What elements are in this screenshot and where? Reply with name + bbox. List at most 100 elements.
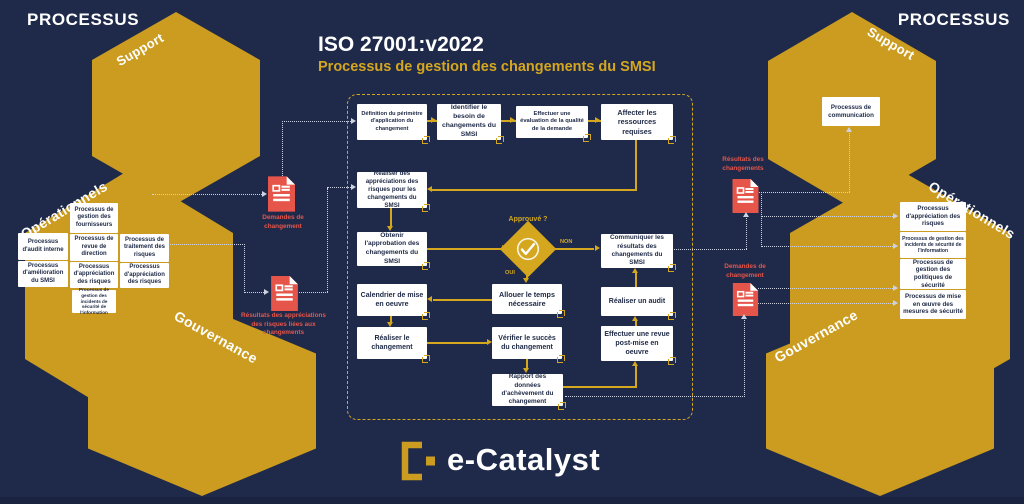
flow-box-label: Allouer le temps nécessaire: [499, 289, 555, 308]
hexagon-support-left: [92, 12, 260, 204]
process-box-amelioration-smsi: Processus d'amélioration du SMSI: [18, 261, 68, 287]
flow-box-definition-perimetre: Définition du périmètre d'application du…: [357, 104, 430, 144]
flow-connector: [635, 366, 637, 387]
flow-box-affecter-ressources: Affecter les ressources requises: [601, 104, 676, 144]
dotted-connector: [297, 292, 328, 293]
flow-arrow: [523, 368, 529, 373]
document-icon-demandes-right: [732, 283, 759, 316]
flow-arrow: [427, 186, 432, 192]
flow-connector: [635, 321, 637, 326]
dotted-arrow: [351, 118, 356, 124]
flow-arrow: [427, 296, 432, 302]
process-box-gestion-politiques: Processus de gestion des politiques de s…: [900, 259, 966, 289]
flow-connector: [427, 248, 501, 250]
flow-arrow: [523, 278, 529, 283]
process-box-appreciation-risques-right: Processus d'appréciation des risques: [900, 202, 966, 231]
dotted-connector: [849, 131, 850, 192]
dotted-arrow: [846, 127, 852, 132]
dotted-connector: [282, 121, 283, 176]
dotted-connector: [327, 187, 351, 188]
dotted-arrow: [893, 243, 898, 249]
flow-box-communiquer-resultats: Communiquer les résultats des changement…: [601, 234, 676, 272]
flow-connector: [563, 386, 637, 388]
flow-connector: [588, 120, 601, 122]
dotted-connector: [327, 188, 328, 292]
document-icon-demandes-left: [268, 176, 295, 212]
dotted-arrow: [893, 285, 898, 291]
flow-box-label: Réaliser des appréciations des risques p…: [365, 169, 419, 210]
process-box-gestion-incidents-right: Processus de gestion des incidents de sé…: [900, 232, 966, 258]
flow-box-rapport-donnees: Rapport des données d'achèvement du chan…: [492, 373, 566, 410]
artifact-label-resultats-changements: Résultats des changements: [722, 156, 764, 172]
flow-arrow: [487, 339, 492, 345]
dotted-arrow: [743, 212, 749, 217]
flow-box-obtenir-approbation: Obtenir l'approbation des changements du…: [357, 231, 430, 270]
flow-box-allouer-temps: Allouer le temps nécessaire: [492, 284, 565, 318]
flow-arrow: [595, 245, 600, 251]
decision-yes-label: OUI: [505, 270, 515, 276]
dotted-connector: [761, 216, 897, 217]
processus-heading-left: PROCESSUS: [27, 10, 140, 29]
page-subtitle: Processus de gestion des changements du …: [318, 59, 656, 75]
flow-arrow: [387, 322, 393, 327]
artifact-label-demandes-left: Demandes de changement: [262, 214, 304, 230]
flow-arrow: [595, 117, 600, 123]
flow-arrow: [632, 268, 638, 273]
process-box-revue-direction: Processus de revue de direction: [70, 234, 118, 261]
flow-arrow: [632, 361, 638, 366]
flow-arrow: [431, 117, 436, 123]
flow-box-label: Calendrier de mise en oeuvre: [360, 291, 424, 308]
decision-no-label: NON: [560, 239, 573, 245]
flow-arrow: [502, 245, 507, 251]
flow-box-label: Rapport des données d'achèvement du chan…: [501, 373, 554, 406]
dotted-arrow: [741, 314, 747, 319]
dotted-connector: [759, 192, 850, 193]
bottom-strip: [0, 497, 1024, 504]
dotted-connector: [758, 288, 897, 289]
flow-connector: [427, 342, 487, 344]
flow-box-label: Obtenir l'approbation des changements du…: [364, 231, 420, 265]
artifact-label-resultats-appreciations: Résultats des appréciations des risques …: [241, 312, 326, 337]
dotted-connector: [761, 246, 897, 247]
process-box-gestion-incidents-left: Processus de gestion des incidents de sé…: [72, 287, 116, 315]
processus-heading-right: PROCESSUS: [897, 10, 1010, 29]
flow-box-identifier-besoin: Identifier le besoin de changements du S…: [437, 104, 504, 144]
e-catalyst-logo-icon: [401, 441, 435, 481]
flow-connector: [432, 189, 636, 191]
flow-box-label: Identifier le besoin de changements du S…: [441, 104, 496, 138]
flow-connector: [526, 359, 528, 369]
dotted-arrow: [893, 213, 898, 219]
process-box-audit-interne: Processus d'audit interne: [18, 233, 68, 260]
dotted-arrow: [264, 289, 269, 295]
dotted-connector: [669, 249, 747, 250]
flow-box-label: Communiquer les résultats des changement…: [610, 234, 664, 267]
dotted-connector: [244, 244, 245, 293]
process-box-appreciation-risques-1: Processus d'appréciation des risques: [70, 262, 118, 288]
flow-box-label: Vérifier le succès du changement: [498, 334, 556, 351]
check-icon: [516, 237, 540, 261]
flow-connector: [433, 299, 492, 301]
e-catalyst-logo-text: e-Catalyst: [447, 442, 601, 477]
flow-box-evaluation-qualite: Effectuer une évaluation de la qualité d…: [516, 106, 591, 142]
dotted-connector: [168, 244, 245, 245]
flow-box-verifier-succes: Vérifier le succès du changement: [492, 327, 565, 363]
dotted-connector: [758, 303, 897, 304]
dotted-connector: [761, 192, 762, 247]
flow-connector: [501, 120, 516, 122]
flow-box-realiser-changement: Réaliser le changement: [357, 327, 430, 363]
flow-box-label: Réaliser le changement: [371, 334, 413, 351]
flow-box-revue-post-mise: Effectuer une revue post-mise en oeuvre: [601, 326, 676, 365]
artifact-label-demandes-right: Demandes de changement: [724, 263, 766, 279]
dotted-connector: [744, 318, 745, 397]
dotted-connector: [565, 396, 745, 397]
flow-box-realiser-appreciations: Réaliser des appréciations des risques p…: [357, 169, 430, 212]
process-box-traitement-risques: Processus de traitement des risques: [120, 234, 169, 262]
flowchart-boundary: [347, 94, 693, 420]
dotted-arrow: [893, 300, 898, 306]
flow-box-label: Affecter les ressources requises: [617, 107, 657, 136]
dotted-connector: [746, 216, 747, 249]
flow-box-calendrier: Calendrier de mise en oeuvre: [357, 284, 430, 320]
flow-connector: [635, 140, 637, 191]
flow-arrow: [510, 117, 515, 123]
flow-arrow: [632, 316, 638, 321]
